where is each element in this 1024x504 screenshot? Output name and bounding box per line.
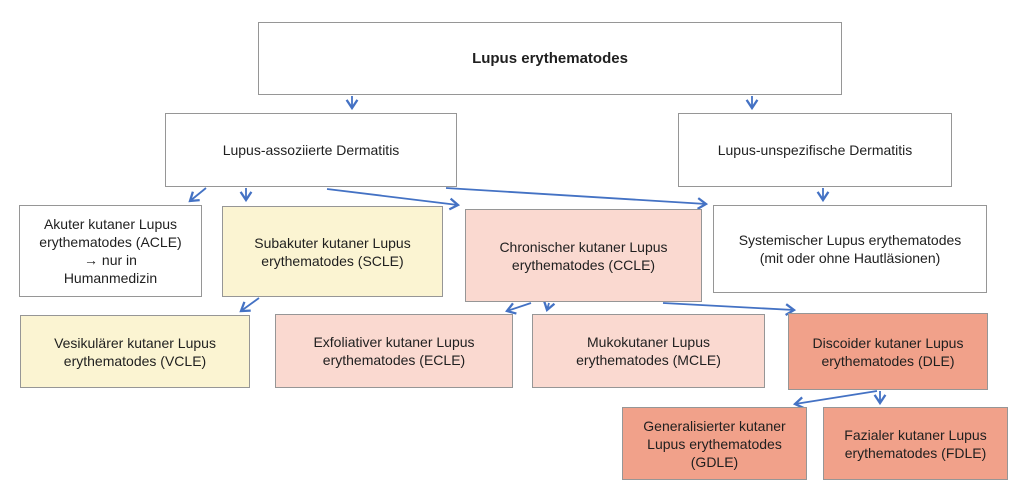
node-label: Vesikulärer kutaner Lupus erythematodes … [54,334,216,369]
node-systemischer-lupus: Systemischer Lupus erythematodes (mit od… [713,205,987,293]
edge-dle-gdle [792,390,878,410]
node-fdle: Fazialer kutaner Lupus erythematodes (FD… [823,407,1008,480]
node-lupus-erythematodes: Lupus erythematodes [258,22,842,95]
edge-ccle-mcle [542,300,556,312]
node-label: Lupus erythematodes [472,49,628,67]
node-label: Chronischer kutaner Lupus erythematodes … [499,238,668,273]
node-lupus-unspezifische-dermatitis: Lupus-unspezifische Dermatitis [678,113,952,187]
node-lupus-assoziierte-dermatitis: Lupus-assoziierte Dermatitis [165,113,457,187]
node-label: Lupus-assoziierte Dermatitis [222,142,400,158]
node-label: Discoider kutaner Lupus erythematodes (D… [812,334,964,369]
node-ccle: Chronischer kutaner Lupus erythematodes … [465,209,702,302]
edge-assoc-ccle [326,188,461,211]
edge-scle-vcle [239,297,260,313]
node-label: Akuter kutaner Lupus erythematodes (ACLE… [39,216,182,286]
node-ecle: Exfoliativer kutaner Lupus erythematodes… [275,314,513,388]
edge-ccle-dle [662,302,797,316]
node-dle: Discoider kutaner Lupus erythematodes (D… [788,313,988,390]
edge-assoc-sle [445,187,709,210]
node-scle: Subakuter kutaner Lupus erythematodes (S… [222,206,443,297]
edge-ccle-ecle [505,302,532,315]
node-label: Generalisierter kutaner Lupus erythemato… [643,417,786,470]
node-mcle: Mukokutaner Lupus erythematodes (MCLE) [532,314,765,388]
node-label: Lupus-unspezifische Dermatitis [717,142,913,158]
node-acle: Akuter kutaner Lupus erythematodes (ACLE… [19,205,202,297]
node-label: Mukokutaner Lupus erythematodes (MCLE) [576,334,721,368]
node-label: Systemischer Lupus erythematodes (mit od… [738,232,962,266]
node-label: Exfoliativer kutaner Lupus erythematodes… [313,334,475,368]
node-gdle: Generalisierter kutaner Lupus erythemato… [622,407,807,480]
edge-assoc-acle [188,187,207,203]
node-label: Subakuter kutaner Lupus erythematodes (S… [254,234,411,269]
node-vcle: Vesikulärer kutaner Lupus erythematodes … [20,315,250,388]
node-label: Fazialer kutaner Lupus erythematodes (FD… [844,426,987,461]
